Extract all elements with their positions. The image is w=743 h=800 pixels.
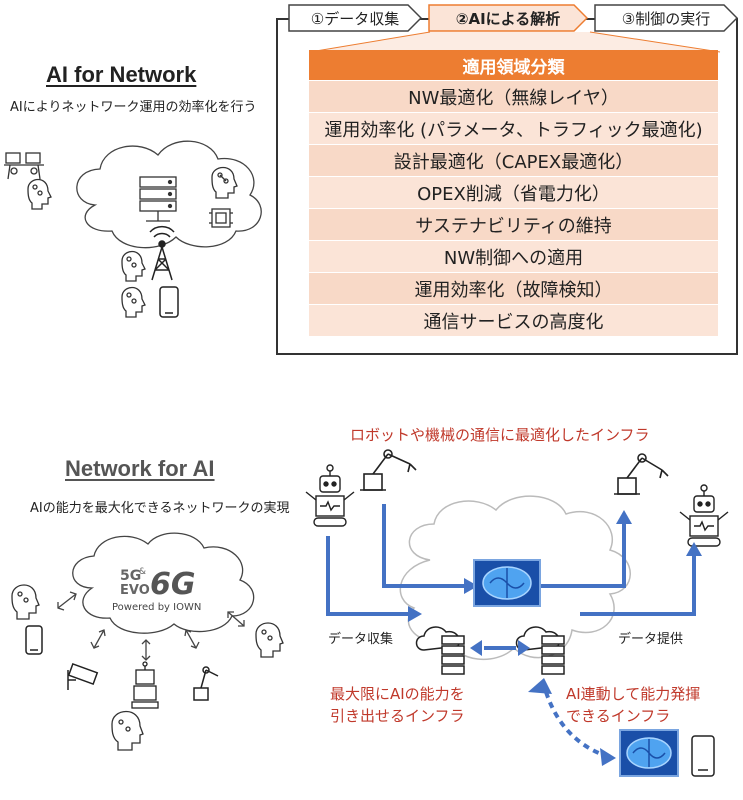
robot-icon [305,464,355,527]
5g-evo-6g-logo: 5G & EVO 6G Powered by IOWN [112,567,201,613]
table-header: 適用領域分類 [309,50,718,80]
step-control-execution: ③制御の実行 [594,4,738,32]
data-collection-label: データ収集 [328,632,394,647]
ai-for-network-subtitle: AIによりネットワーク運用の効率化を行う [10,100,257,115]
table-row: NW制御への適用 [309,240,718,272]
robot-icon [679,484,729,547]
dotted-arrow [544,691,607,758]
infra-headline: ロボットや機械の通信に最適化したインフラ [350,426,650,444]
dotted-arrow-head [528,678,552,694]
ai-brain-icon [473,559,541,607]
network-for-ai-title: Network for AI [65,456,215,481]
table-row: OPEX削減（省電力化） [309,176,718,208]
note-right-line1: AI連動して能力発揮 [566,685,701,703]
logo-powered: Powered by IOWN [112,602,201,613]
table-row: 運用効率化（故障検知） [309,272,718,304]
ai-for-network-title: AI for Network [46,62,197,87]
ai-brain-icon [619,729,679,777]
callout-wedge [309,31,721,53]
server-icon [139,176,177,222]
table-row: 設計最適化（CAPEX最適化） [309,144,718,176]
note-left-line2: 引き出せるインフラ [330,707,465,725]
smartphone-icon [159,286,179,318]
cloud-server-icon [515,626,565,675]
network-for-ai-illustration: 5G & EVO 6G Powered by IOWN [11,532,284,751]
step-data-collection: ①データ収集 [288,4,422,32]
ai-head-icon [111,711,144,751]
smartphone-icon [25,625,43,655]
ai-head-icon [211,166,238,199]
chip-icon [209,208,233,228]
table-row: サステナビリティの維持 [309,208,718,240]
network-for-ai-subtitle: AIの能力を最大化できるネットワークの実現 [30,501,290,516]
ai-head-icon [11,584,40,620]
application-area-table: 適用領域分類 NW最適化（無線レイヤ） 運用効率化 (パラメータ、トラフィック最… [309,50,718,336]
table-row: NW最適化（無線レイヤ） [309,80,718,112]
logo-amp: & [139,567,146,577]
logo-5g: 5G [120,568,141,584]
data-provision-label: データ提供 [618,632,684,647]
6g-cloud [72,532,255,634]
note-left-line1: 最大限にAIの能力を [330,685,465,703]
logo-6g: 6G [150,567,196,602]
ai-head-icon [255,622,284,658]
robot-arm-icon [360,449,417,491]
robot-arm-icon [614,453,669,495]
robot-arm-icon [193,666,219,701]
cell-tower-icon [149,225,175,281]
table-row: 通信サービスの高度化 [309,304,718,336]
arrow-heads [408,510,702,622]
network-for-ai-flow [305,449,729,777]
table-row: 運用効率化 (パラメータ、トラフィック最適化) [309,112,718,144]
smartphone-icon [691,735,715,777]
data-flow-arrows [326,504,696,616]
double-arrows [57,591,245,661]
robot-icon [131,661,159,709]
logo-evo: EVO [120,583,150,598]
ai-head-icon [121,250,146,282]
dotted-arrow-head [600,748,616,766]
ai-for-network-illustration [4,140,262,318]
step-ai-analysis: ②AIによる解析 [428,4,588,32]
camera-icon [67,662,99,690]
note-right-line2: できるインフラ [566,707,671,725]
server-link-arrow [470,640,530,656]
ai-head-icon [27,178,52,210]
table-body: NW最適化（無線レイヤ） 運用効率化 (パラメータ、トラフィック最適化) 設計最… [309,80,718,336]
cloud-server-icon [415,626,465,675]
workers-icon [4,152,44,180]
ai-head-icon [121,286,146,318]
